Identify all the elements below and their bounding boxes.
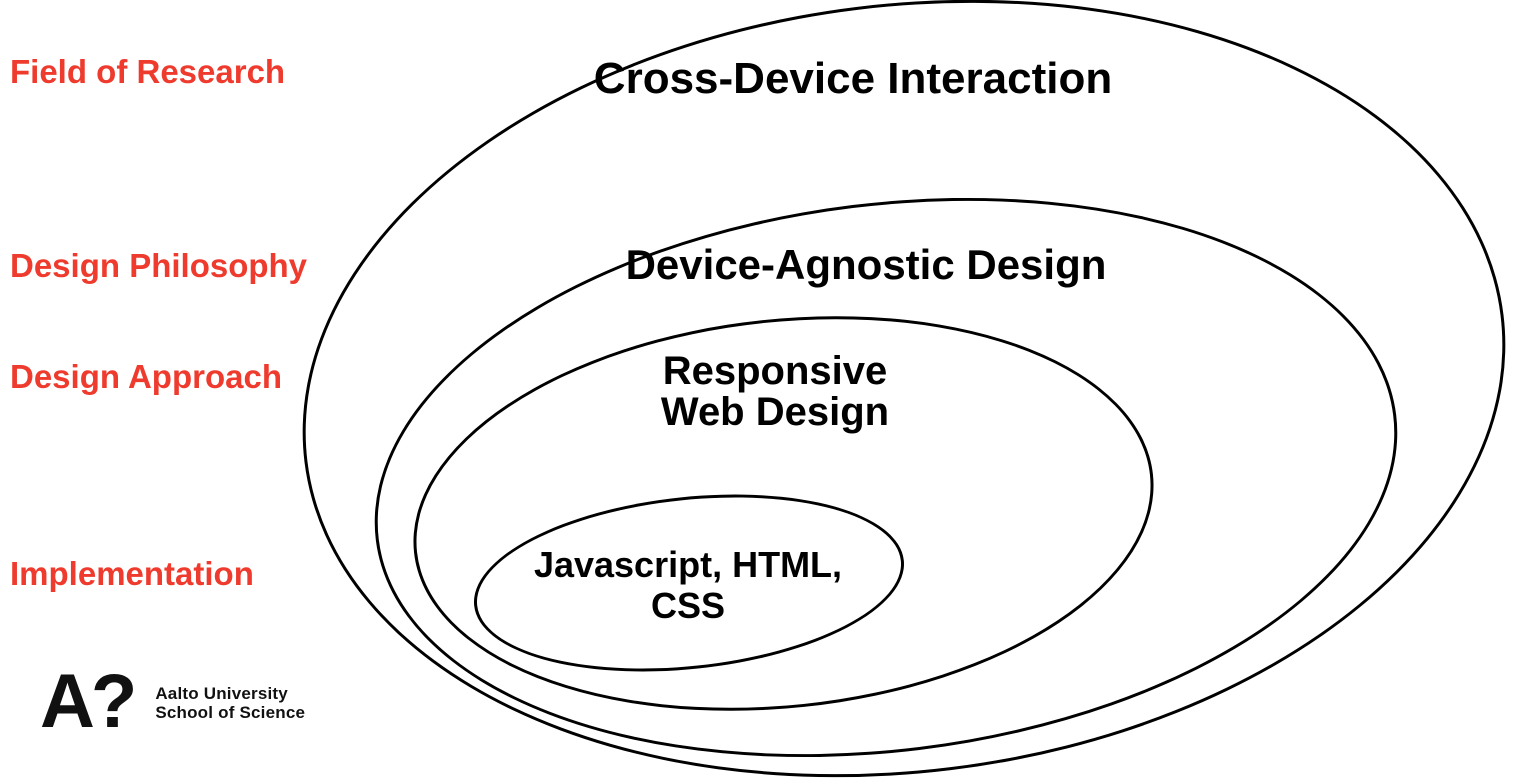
aalto-logo-org-line: Aalto University (155, 684, 288, 703)
ring-label-device-agnostic-design: Device-Agnostic Design (626, 243, 1107, 287)
aalto-university-logo: A? Aalto University School of Science (40, 660, 305, 744)
ring-label-line: Device-Agnostic Design (625, 241, 1107, 288)
aalto-logo-text: Aalto University School of Science (155, 684, 305, 722)
category-label-design-philosophy: Design Philosophy (10, 247, 308, 284)
ring-label-line: Responsive (662, 349, 888, 393)
ring-label-cross-device-interaction: Cross-Device Interaction (594, 56, 1112, 102)
ring-label-line: Cross-Device Interaction (593, 54, 1113, 103)
ring-label-line: CSS (650, 585, 726, 626)
ring-label-line: Javascript, HTML, (533, 544, 843, 585)
ring-label-javascript-html-css: Javascript, HTML, CSS (534, 544, 842, 626)
ring-label-line: Web Design (660, 390, 890, 434)
aalto-logo-mark-icon: A? (40, 659, 137, 744)
category-label-design-approach: Design Approach (10, 358, 282, 395)
ring-label-responsive-web-design: Responsive Web Design (661, 351, 889, 433)
category-label-implementation: Implementation (10, 555, 254, 592)
aalto-logo-org-line: School of Science (155, 703, 306, 722)
category-label-field-of-research: Field of Research (10, 53, 286, 90)
